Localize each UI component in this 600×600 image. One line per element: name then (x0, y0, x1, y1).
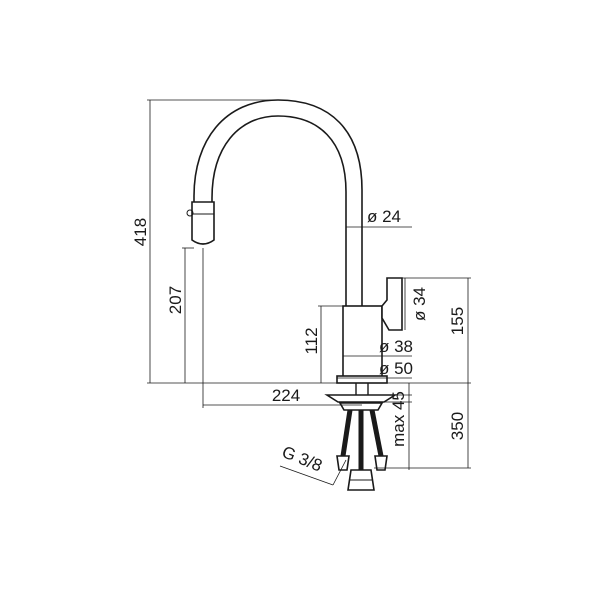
spray-button (186, 209, 194, 217)
hose-connector-right (374, 455, 388, 471)
label-spout-height: 207 (166, 286, 185, 314)
faucet-body (342, 305, 383, 379)
hose-connector-left (336, 455, 350, 471)
spray-head (191, 201, 215, 245)
lever-handle (381, 277, 403, 331)
label-connection-thread: G 3/8 (279, 442, 325, 475)
flexible-hoses (336, 409, 388, 491)
gooseneck-spout-inner (211, 115, 347, 306)
faucet-outline (186, 99, 403, 491)
label-base-diameter: ø 50 (379, 359, 413, 378)
label-body-diameter: ø 38 (379, 337, 413, 356)
label-total-height: 418 (131, 218, 150, 246)
dimension-labels: 418 207 224 ø 24 ø 34 155 112 ø 38 ø 50 … (131, 207, 467, 475)
dimension-lines (147, 99, 471, 486)
label-spout-diameter: ø 24 (367, 207, 401, 226)
label-hose-length: 350 (448, 412, 467, 440)
label-lever-height: 155 (448, 307, 467, 335)
gooseneck-spout-outer (193, 99, 363, 306)
fixing-nut (338, 402, 384, 411)
deck-plate (324, 394, 398, 403)
base-flange (336, 375, 388, 384)
label-reach: 224 (272, 386, 300, 405)
label-lever-diameter: ø 34 (410, 287, 429, 321)
label-max-deck-thickness: max 45 (389, 391, 408, 447)
label-body-height: 112 (302, 327, 321, 354)
